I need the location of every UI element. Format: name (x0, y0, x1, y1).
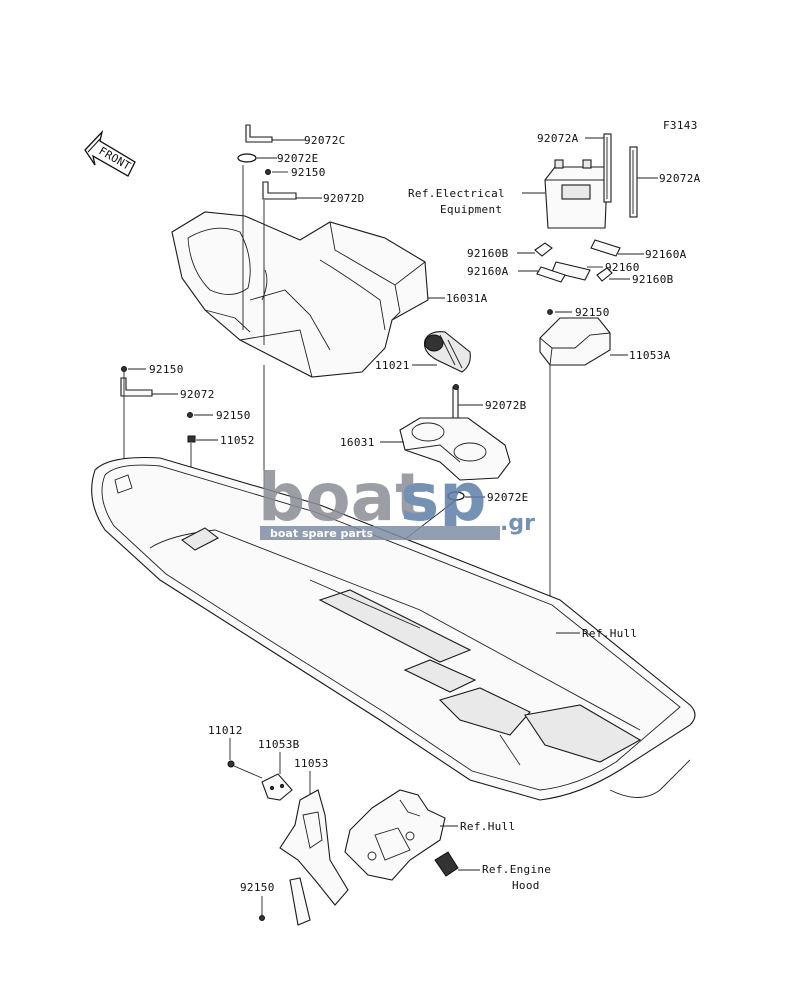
clip-11052 (187, 435, 196, 443)
ref-hull-lower: Ref.Hull (460, 820, 515, 833)
figure-id: F3143 (663, 119, 698, 132)
bracket-92072D: 92072D (262, 181, 365, 205)
watermark-word-b: sp (400, 459, 487, 536)
pad-92160B-right (596, 267, 613, 282)
hull (91, 457, 696, 801)
hull-section-lower (344, 789, 446, 881)
bracket-11053 (279, 789, 349, 926)
callout-92072E-mid: 92072E (487, 491, 529, 504)
ring-92072E-top: 92072E (237, 152, 319, 165)
strap-92072A-left (603, 133, 612, 203)
ref-hull-main: Ref.Hull (582, 627, 637, 640)
callout-11052: 11052 (220, 434, 255, 447)
callout-92150-box: 92150 (575, 306, 610, 319)
callout-92072-left: 92072 (180, 388, 215, 401)
bolt-92150-bottom (259, 915, 265, 921)
storage-tray-16031A (171, 211, 429, 378)
battery-case-11053A (539, 309, 611, 366)
callout-92072A-right: 92072A (659, 172, 701, 185)
watermark-suffix: .gr (500, 511, 535, 536)
watermark-word-a: boat (258, 459, 427, 536)
plate-11053B (261, 773, 293, 801)
filter-11021 (423, 331, 471, 373)
pad-92160A-right (590, 239, 621, 257)
front-arrow-icon: FRONT (84, 129, 136, 177)
callout-92150-left1: 92150 (149, 363, 184, 376)
pad-92160B-left (534, 242, 553, 257)
bracket-92072-left (120, 377, 153, 397)
callout-92160B-right: 92160B (632, 273, 674, 286)
pad-92160A-left (536, 266, 566, 283)
bolt-92150-left1 (121, 366, 127, 372)
callout-92160: 92160 (605, 261, 640, 274)
watermark-bar (260, 526, 500, 540)
tray-16031 (399, 417, 511, 481)
ref-engine-line2: Hood (512, 879, 540, 892)
callout-92150-bottom: 92150 (240, 881, 275, 894)
callout-92072C: 92072C (304, 134, 346, 147)
bracket-92072C: 92072C (245, 124, 346, 147)
callout-92150-left2: 92150 (216, 409, 251, 422)
bolt-11012 (227, 760, 263, 779)
callout-16031: 16031 (340, 436, 375, 449)
strap-92072A-right (629, 146, 638, 218)
callout-92160A-left: 92160A (467, 265, 509, 278)
watermark-tagline: boat spare parts (270, 527, 373, 540)
callout-11021: 11021 (375, 359, 410, 372)
ref-electrical-line2: Equipment (440, 203, 502, 216)
callout-92072D: 92072D (323, 192, 365, 205)
callout-11053: 11053 (294, 757, 329, 770)
callout-92150-top: 92150 (291, 166, 326, 179)
callout-92072A-left: 92072A (537, 132, 579, 145)
callout-16031A: 16031A (446, 292, 488, 305)
bolt-92150-left2 (187, 412, 193, 418)
bolt-92150-top: 92150 (265, 166, 326, 179)
pad-92160 (551, 261, 591, 281)
callout-11053B: 11053B (258, 738, 300, 751)
callout-11053A: 11053A (629, 349, 671, 362)
ref-engine-line1: Ref.Engine (482, 863, 551, 876)
callout-92072B: 92072B (485, 399, 527, 412)
watermark: boat sp .gr boat spare parts (258, 459, 535, 540)
callout-92160A-right: 92160A (645, 248, 687, 261)
callout-11012: 11012 (208, 724, 243, 737)
battery-icon (544, 159, 611, 229)
callout-92160B-left: 92160B (467, 247, 509, 260)
ref-electrical-line1: Ref.Electrical (408, 187, 505, 200)
callout-92072E-top: 92072E (277, 152, 319, 165)
engine-hood-latch (434, 851, 459, 877)
